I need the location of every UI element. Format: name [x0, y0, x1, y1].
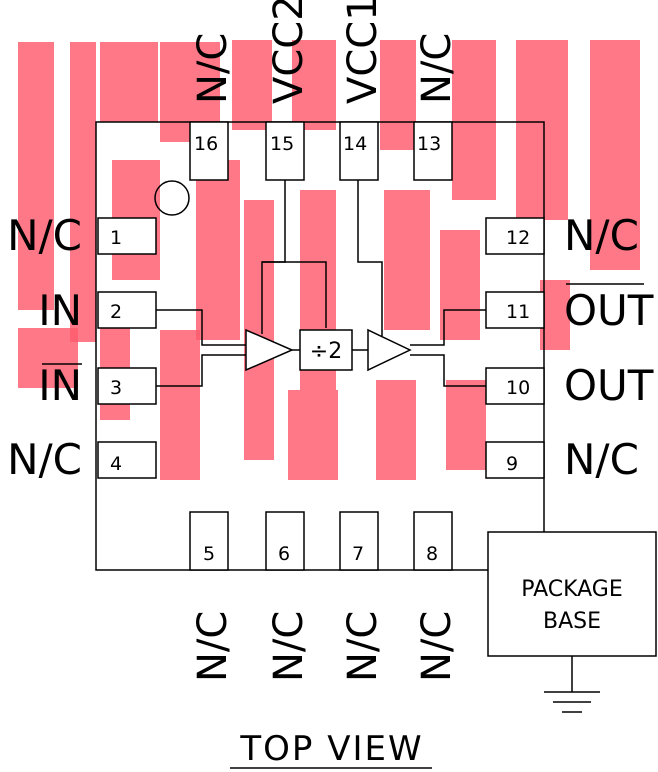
- input-buffer-icon: [245, 328, 294, 372]
- pin-number: 4: [110, 453, 122, 475]
- watermark-block: [440, 230, 480, 340]
- pin-5: 5 N/C: [189, 511, 236, 682]
- pin-name: IN: [38, 361, 82, 410]
- pin-8: 8 N/C: [413, 511, 460, 682]
- watermark-block: [18, 328, 78, 388]
- pin-1: 1 N/C: [7, 211, 157, 260]
- watermark-block: [70, 42, 96, 342]
- pin-number: 14: [343, 133, 367, 155]
- pin-pad: [97, 441, 157, 479]
- watermark: [18, 40, 640, 480]
- pin-15: 15 VCC2: [265, 0, 312, 181]
- pin-name: N/C: [564, 435, 639, 484]
- pin-number: 15: [270, 133, 294, 155]
- ground-icon: [544, 656, 600, 713]
- pin-pad: [265, 121, 305, 181]
- pin-12: 12 N/C: [485, 211, 639, 260]
- pin-2: 2 IN: [38, 286, 157, 335]
- pin-name: N/C: [7, 435, 82, 484]
- pin-pad: [485, 217, 545, 255]
- watermark-block: [376, 380, 416, 480]
- pin-pad: [485, 367, 545, 405]
- watermark-block: [196, 160, 240, 340]
- pin-pad: [485, 441, 545, 479]
- pin-name: N/C: [414, 33, 460, 104]
- package-base-label-line2: BASE: [543, 609, 601, 634]
- pin-pad: [97, 367, 157, 405]
- pin-pad: [339, 121, 379, 181]
- pin-name: N/C: [340, 611, 386, 682]
- pin-number: 9: [506, 453, 518, 475]
- watermark-block: [380, 40, 416, 150]
- pin-pad: [189, 121, 229, 181]
- pin-16: 16 N/C: [189, 33, 236, 181]
- package-outline: [95, 121, 545, 571]
- pin-number: 12: [506, 227, 530, 249]
- package-base-box: [487, 531, 657, 657]
- pin-number: 3: [110, 377, 122, 399]
- pin-number: 13: [417, 133, 441, 155]
- pin-name: N/C: [414, 611, 460, 682]
- watermark-block: [232, 40, 272, 130]
- pin-name: VCC2: [266, 0, 312, 104]
- pin-number: 10: [506, 377, 530, 399]
- watermark-block: [288, 390, 338, 480]
- pin-name: OUT: [564, 361, 654, 410]
- pin-name: N/C: [564, 211, 639, 260]
- watermark-block: [384, 190, 430, 330]
- diagram-title: TOP VIEW: [239, 729, 423, 769]
- pin-name: N/C: [190, 33, 236, 104]
- pin-name: OUT: [564, 286, 654, 335]
- output-buffer-icon: [367, 328, 412, 372]
- pin-name: N/C: [266, 611, 312, 682]
- pin-number: 7: [352, 543, 364, 565]
- pin-number: 16: [194, 133, 218, 155]
- pin-3: 3 IN: [38, 361, 157, 410]
- pin-pad: [413, 511, 453, 571]
- watermark-block: [160, 330, 200, 480]
- pin-6: 6 N/C: [265, 511, 312, 682]
- divider-block: [299, 329, 353, 371]
- pin-pad: [413, 121, 453, 181]
- watermark-block: [590, 40, 640, 270]
- pin-name: VCC1: [340, 0, 386, 104]
- pin-pad: [189, 511, 229, 571]
- pin-pad: [97, 217, 157, 255]
- divider-label: ÷2: [310, 339, 342, 364]
- pin-number: 6: [278, 543, 290, 565]
- pin-pad: [485, 291, 545, 329]
- pin-pad: [265, 511, 305, 571]
- pin-4: 4 N/C: [7, 435, 157, 484]
- pin-name: IN: [38, 286, 82, 335]
- pin-13: 13 N/C: [413, 33, 460, 181]
- pin-number: 5: [203, 543, 215, 565]
- pin-name: N/C: [7, 211, 82, 260]
- pin-9: 9 N/C: [485, 435, 639, 484]
- pin-pad: [97, 291, 157, 329]
- pin-pad: [339, 511, 379, 571]
- watermark-block: [244, 200, 274, 460]
- pin-number: 1: [110, 227, 122, 249]
- package-base-label-line1: PACKAGE: [521, 577, 623, 602]
- pin-number: 8: [426, 543, 438, 565]
- pin-number: 11: [506, 301, 530, 323]
- pin-14: 14 VCC1: [339, 0, 386, 181]
- pin-name: N/C: [190, 611, 236, 682]
- watermark-block: [540, 280, 570, 350]
- watermark-block: [292, 40, 336, 130]
- watermark-block: [100, 42, 158, 122]
- pin-7: 7 N/C: [339, 511, 386, 682]
- internal-wiring: [156, 180, 486, 387]
- watermark-block: [446, 380, 486, 470]
- pin-number: 2: [110, 301, 122, 323]
- pin-10: 10 OUT: [485, 361, 654, 410]
- watermark-block: [18, 42, 54, 310]
- pin-11: 11 OUT: [485, 283, 654, 335]
- watermark-block: [452, 40, 496, 200]
- pin1-indicator: [154, 180, 190, 216]
- watermark-block: [516, 40, 568, 220]
